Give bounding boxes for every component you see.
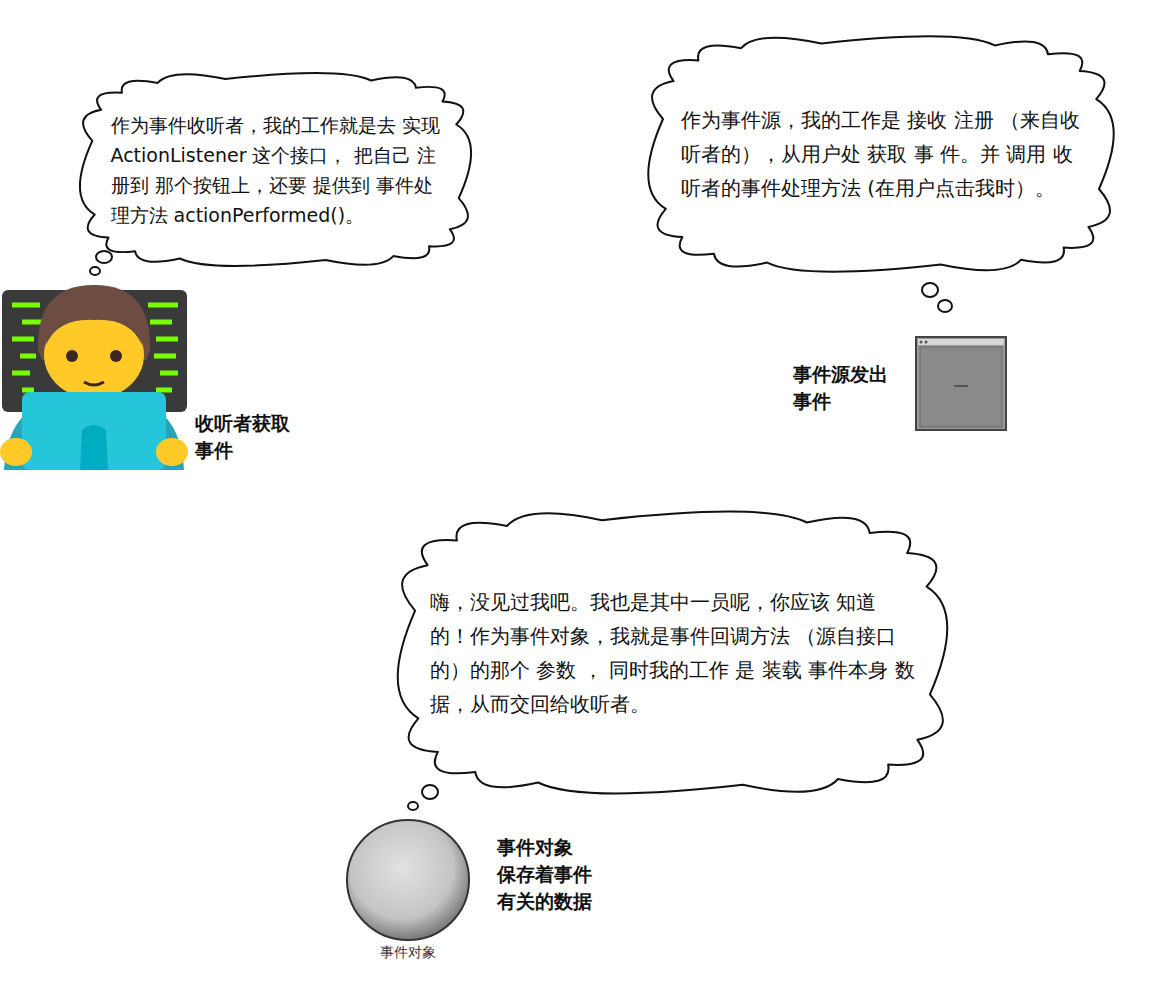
cloud-text: 作为事件收听者，我的工作就是去 实现 ActionListener 这个接口， … (111, 110, 441, 230)
developer-figure (0, 285, 188, 470)
cloud-outline-path (648, 36, 1113, 271)
ball-caption: 事件对象 (380, 944, 436, 960)
cloud-text: 嗨，没见过我吧。我也是其中一员呢，你应该 知道的！作为事件对象，我就是事件回调方… (430, 585, 915, 721)
cloud-outline-path (80, 73, 471, 266)
figure-caption: 收听者获取 事件 (195, 410, 290, 464)
cloud-outline (68, 62, 483, 277)
window-figure (916, 337, 1006, 430)
thought-dots (90, 251, 952, 810)
cloud-outline (385, 500, 960, 805)
cloud-outline-path (398, 512, 948, 794)
figure-caption: 事件源发出 事件 (793, 361, 888, 415)
event-object-ball: 事件对象 (345, 818, 471, 942)
figure-caption: 事件对象 保存着事件 有关的数据 (497, 834, 592, 915)
thought-cloud: 嗨，没见过我吧。我也是其中一员呢，你应该 知道的！作为事件对象，我就是事件回调方… (385, 500, 960, 805)
ball-outline (345, 818, 471, 942)
thought-cloud: 作为事件收听者，我的工作就是去 实现 ActionListener 这个接口， … (68, 62, 483, 277)
ball-shape (347, 820, 469, 940)
cloud-text: 作为事件源，我的工作是 接收 注册 （来自收听者的），从用户处 获取 事 件。并… (681, 103, 1081, 205)
thought-cloud: 作为事件源，我的工作是 接收 注册 （来自收听者的），从用户处 获取 事 件。并… (636, 25, 1126, 283)
